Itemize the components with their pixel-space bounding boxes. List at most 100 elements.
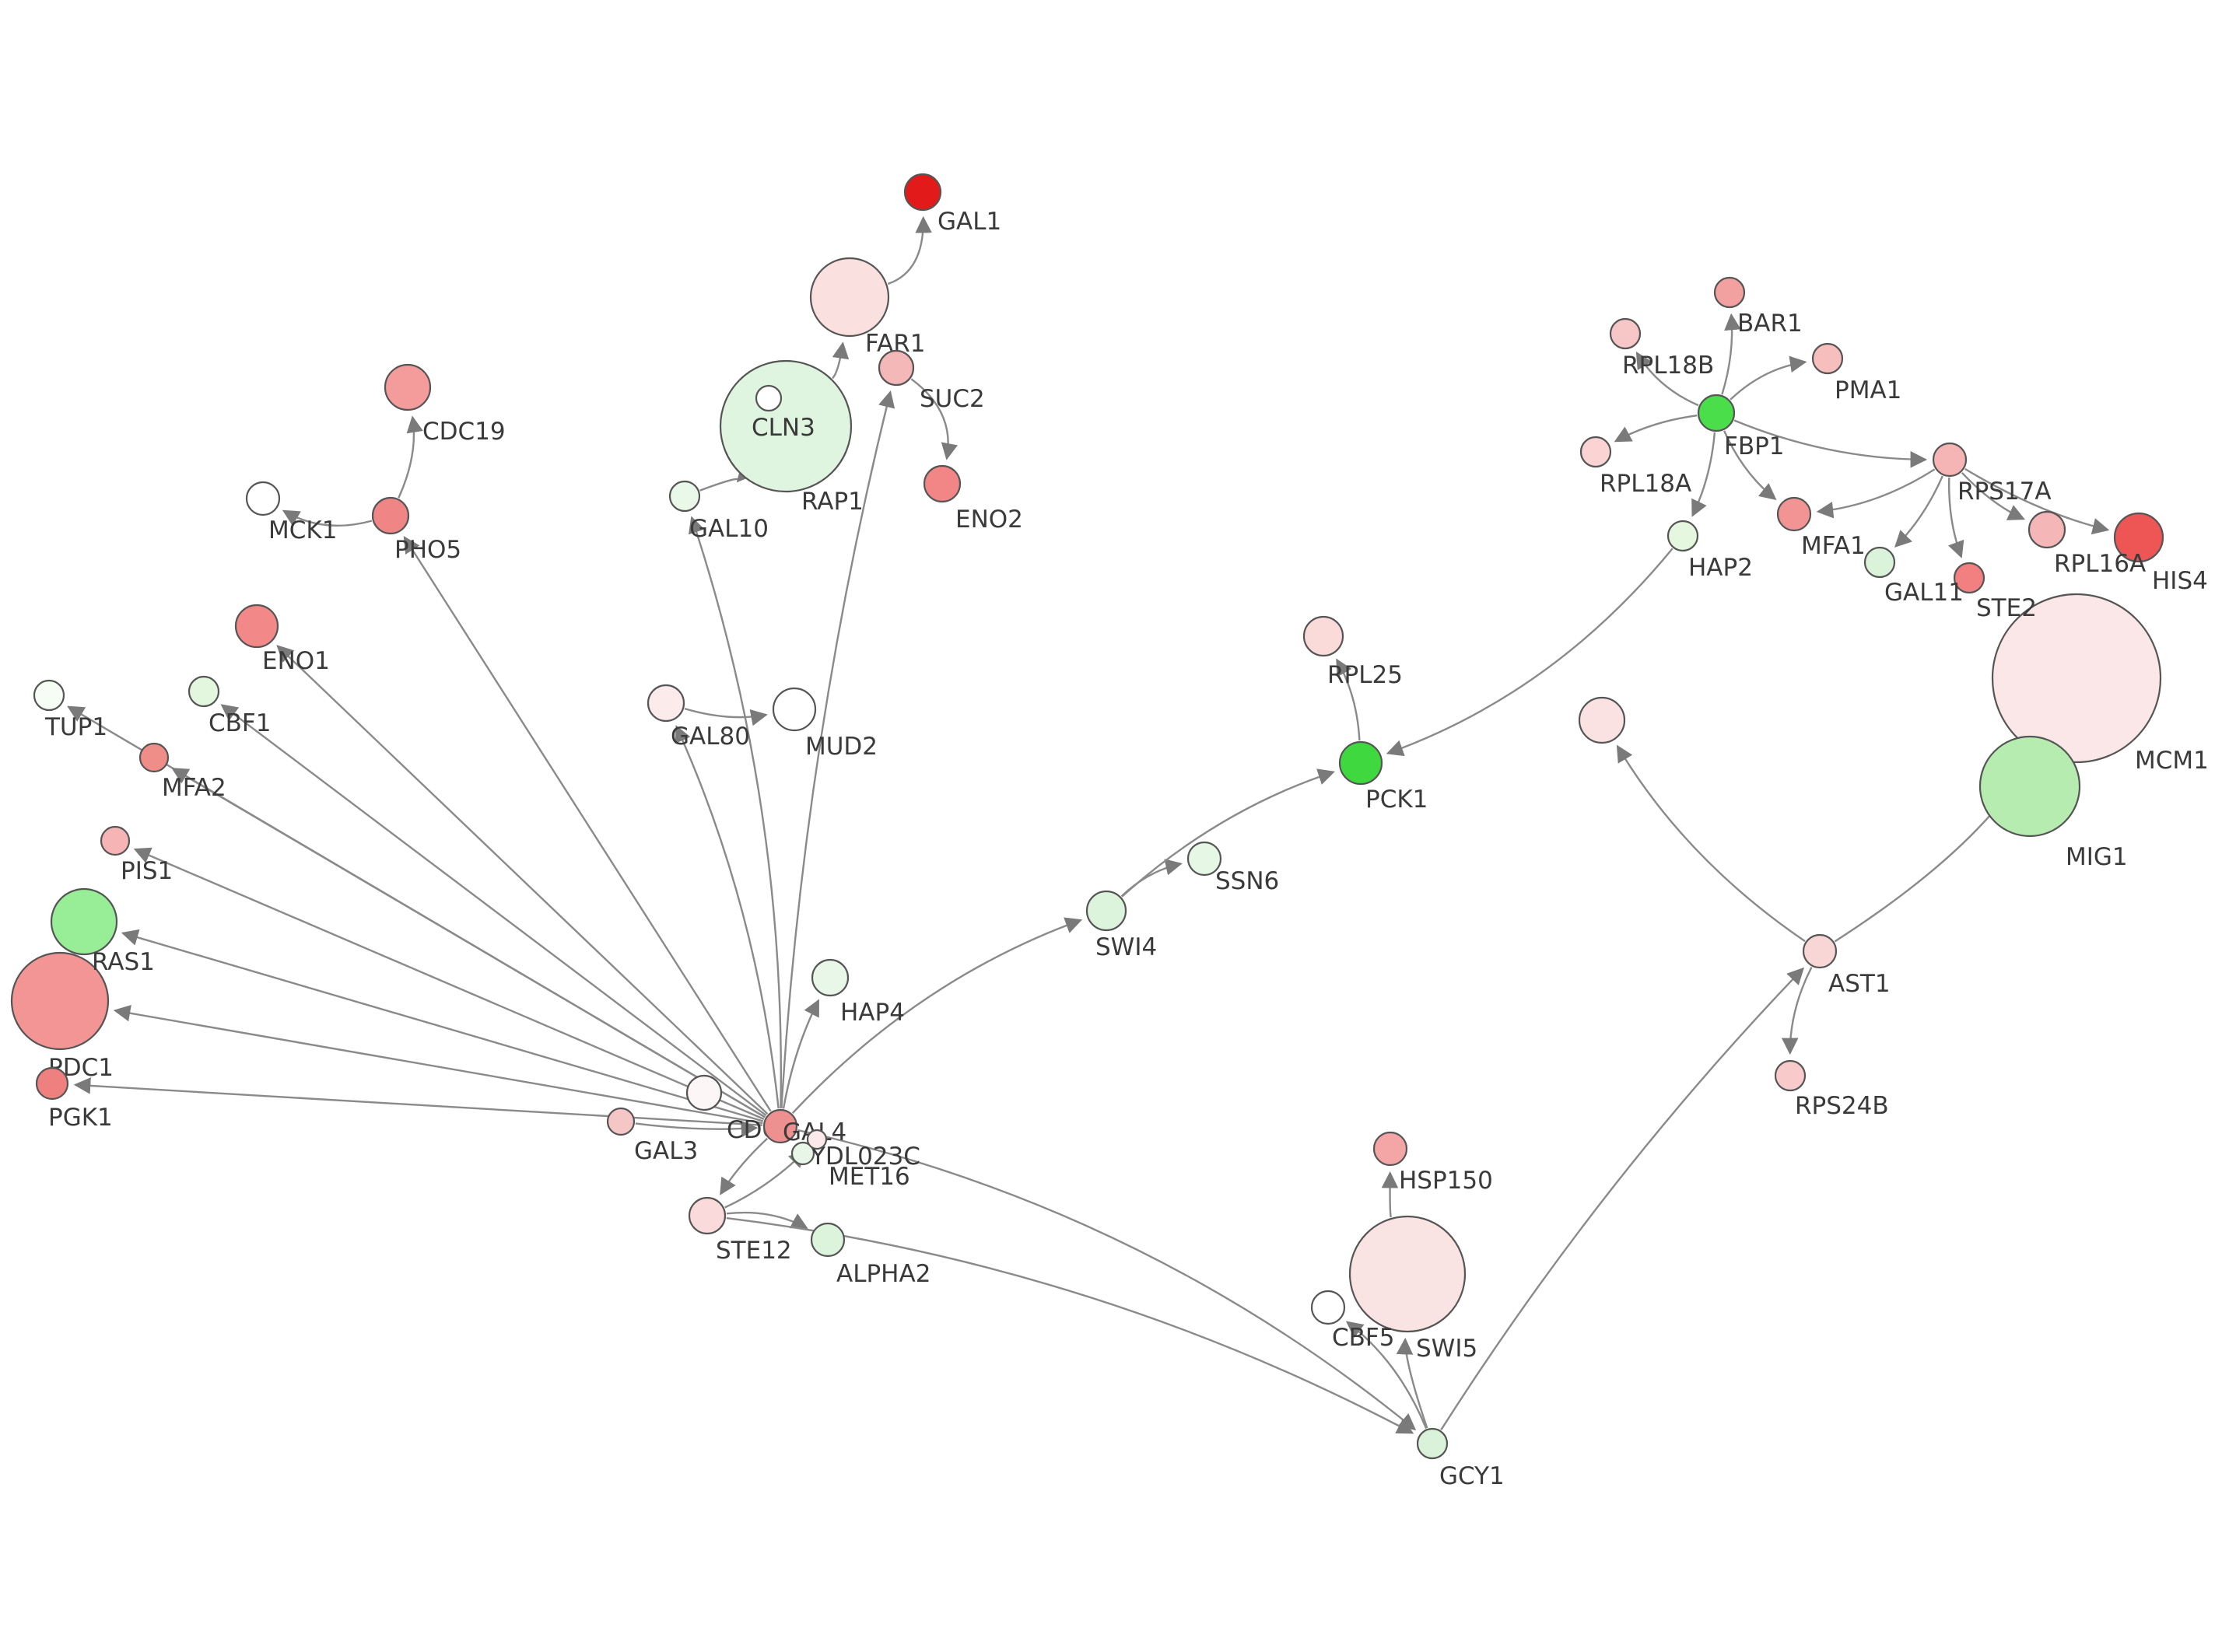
node-gal3[interactable]: [606, 1107, 636, 1136]
edge-AST1-UNNAMED[interactable]: [1616, 744, 1806, 943]
node-hap2[interactable]: [1666, 520, 1699, 552]
edge-RPS17A-MFA1[interactable]: [1816, 468, 1936, 519]
node-cdc19[interactable]: [384, 363, 432, 411]
edge-GAL10-CLN3[interactable]: [699, 464, 755, 492]
node-gcy1[interactable]: [1416, 1427, 1449, 1460]
node-rpl16a[interactable]: [2027, 510, 2066, 549]
node-his4[interactable]: [2113, 512, 2164, 563]
edge-GCY1-AST1[interactable]: [1440, 967, 1804, 1430]
edge-PCK1-RPL25[interactable]: [1336, 658, 1361, 741]
edge-SWI5-HSP150[interactable]: [1381, 1171, 1399, 1218]
edge-GAL3-GAL4[interactable]: [635, 1120, 759, 1138]
node-ssn6[interactable]: [1186, 841, 1222, 877]
node-eno2[interactable]: [923, 464, 962, 503]
node-mfa1[interactable]: [1776, 496, 1812, 532]
edge-GCY1-SWI5[interactable]: [1396, 1337, 1428, 1429]
node-gal10[interactable]: [668, 480, 701, 513]
node-gal1[interactable]: [903, 173, 942, 212]
node-rps24b[interactable]: [1774, 1059, 1807, 1092]
node-gal4[interactable]: [762, 1108, 798, 1144]
node-tup1[interactable]: [33, 679, 65, 712]
node-cdc6[interactable]: [685, 1074, 723, 1111]
node-pho5[interactable]: [371, 496, 410, 535]
node-ste2[interactable]: [1953, 562, 1985, 594]
node-rps17a[interactable]: [1932, 442, 1968, 478]
node-rpl25[interactable]: [1302, 615, 1344, 657]
node-mig1[interactable]: [1978, 735, 2081, 838]
edge-GCY1-CBF5[interactable]: [1345, 1321, 1428, 1430]
node-suc2[interactable]: [878, 349, 915, 387]
node-mud2[interactable]: [772, 687, 817, 732]
node-pdc1[interactable]: [10, 951, 110, 1051]
edge-GAL4-PGK1[interactable]: [73, 1077, 763, 1126]
node-cln3[interactable]: [719, 359, 853, 493]
node-mfa2[interactable]: [138, 742, 170, 773]
edge-RPS17A-STE2[interactable]: [1947, 477, 1964, 558]
edge-SUC2-ENO2[interactable]: [910, 378, 959, 460]
edge-GAL4-SUC2[interactable]: [780, 390, 895, 1109]
edge-STE12-ALPHA2[interactable]: [726, 1211, 808, 1230]
node-met16[interactable]: [806, 1129, 828, 1150]
node-gal11[interactable]: [1863, 546, 1896, 579]
edge-GAL4-SWI4[interactable]: [791, 917, 1083, 1115]
node-mck1[interactable]: [245, 481, 281, 516]
edge-FBP1-MFA1[interactable]: [1723, 430, 1777, 500]
node-pis1[interactable]: [100, 825, 131, 856]
edge-GAL4-PDC1[interactable]: [113, 1004, 763, 1125]
edge-GAL4-HAP4[interactable]: [782, 999, 820, 1109]
node-ast1[interactable]: [1802, 933, 1838, 969]
edge-RPS17A-GAL11[interactable]: [1894, 475, 1943, 548]
node-far1[interactable]: [809, 257, 890, 338]
edge-STE12-MET16[interactable]: [724, 1150, 806, 1209]
edge-FBP1-RPS17A[interactable]: [1733, 419, 1928, 468]
edge-GAL4-RAS1[interactable]: [121, 929, 764, 1122]
node-rpl18b[interactable]: [1609, 317, 1642, 350]
node-alpha2[interactable]: [810, 1222, 846, 1258]
edge-RPS17A-RPL16A[interactable]: [1961, 471, 2025, 520]
node-cbf5[interactable]: [1310, 1290, 1346, 1325]
node-rap1[interactable]: [755, 384, 783, 412]
node-cbf1[interactable]: [188, 675, 220, 708]
node-fbp1[interactable]: [1697, 394, 1736, 432]
node-ydl023c[interactable]: [790, 1141, 815, 1166]
node-swi4[interactable]: [1085, 890, 1127, 932]
edge-CLN3-FAR1[interactable]: [832, 341, 850, 380]
node-bar1[interactable]: [1713, 276, 1746, 309]
edge-PHO5-CDC19[interactable]: [398, 415, 423, 499]
node-ste12[interactable]: [688, 1196, 727, 1235]
edge-GAL4-MFA2[interactable]: [171, 768, 766, 1118]
node-ras1[interactable]: [50, 887, 118, 956]
node-eno1[interactable]: [234, 604, 279, 649]
edge-GAL4-PHO5[interactable]: [403, 535, 772, 1112]
edge-GAL4-CBF1[interactable]: [220, 704, 767, 1117]
node-mcm1[interactable]: [1991, 593, 2162, 764]
edge-GAL4-GCY1[interactable]: [797, 1129, 1417, 1431]
edge-FBP1-BAR1[interactable]: [1721, 313, 1741, 395]
node-swi5[interactable]: [1348, 1215, 1467, 1333]
edge-FBP1-RPL18A[interactable]: [1614, 415, 1698, 443]
edge-GAL4-STE12[interactable]: [720, 1137, 769, 1195]
edge-FBP1-RPL18B[interactable]: [1635, 351, 1699, 407]
node-pma1[interactable]: [1811, 342, 1844, 375]
edge-PHO5-MCK1[interactable]: [282, 509, 373, 527]
node-pck1[interactable]: [1338, 740, 1383, 786]
edge-GAL4-ENO1[interactable]: [276, 645, 769, 1115]
edge-GAL80-MUD2[interactable]: [684, 707, 768, 726]
node-hap4[interactable]: [811, 958, 850, 997]
edge-FBP1-HAP2[interactable]: [1691, 432, 1716, 517]
edge-RPS17A-HIS4[interactable]: [1964, 467, 2110, 535]
node-pgk1[interactable]: [35, 1066, 69, 1101]
edge-SWI4-PCK1[interactable]: [1121, 768, 1335, 898]
edge-FAR1-GAL1[interactable]: [887, 215, 932, 285]
node-rpl18a[interactable]: [1579, 436, 1612, 468]
edge-SWI4-SSN6[interactable]: [1120, 859, 1183, 898]
node-hsp150[interactable]: [1372, 1131, 1408, 1167]
edge-HAP2-PCK1[interactable]: [1386, 548, 1674, 757]
edge-GAL4-GAL80[interactable]: [675, 725, 780, 1109]
node-unnamed[interactable]: [1578, 696, 1626, 744]
edge-AST1-RPS24B[interactable]: [1781, 966, 1813, 1055]
edge-GAL4-PIS1[interactable]: [133, 847, 765, 1121]
edge-FBP1-PMA1[interactable]: [1730, 355, 1807, 401]
